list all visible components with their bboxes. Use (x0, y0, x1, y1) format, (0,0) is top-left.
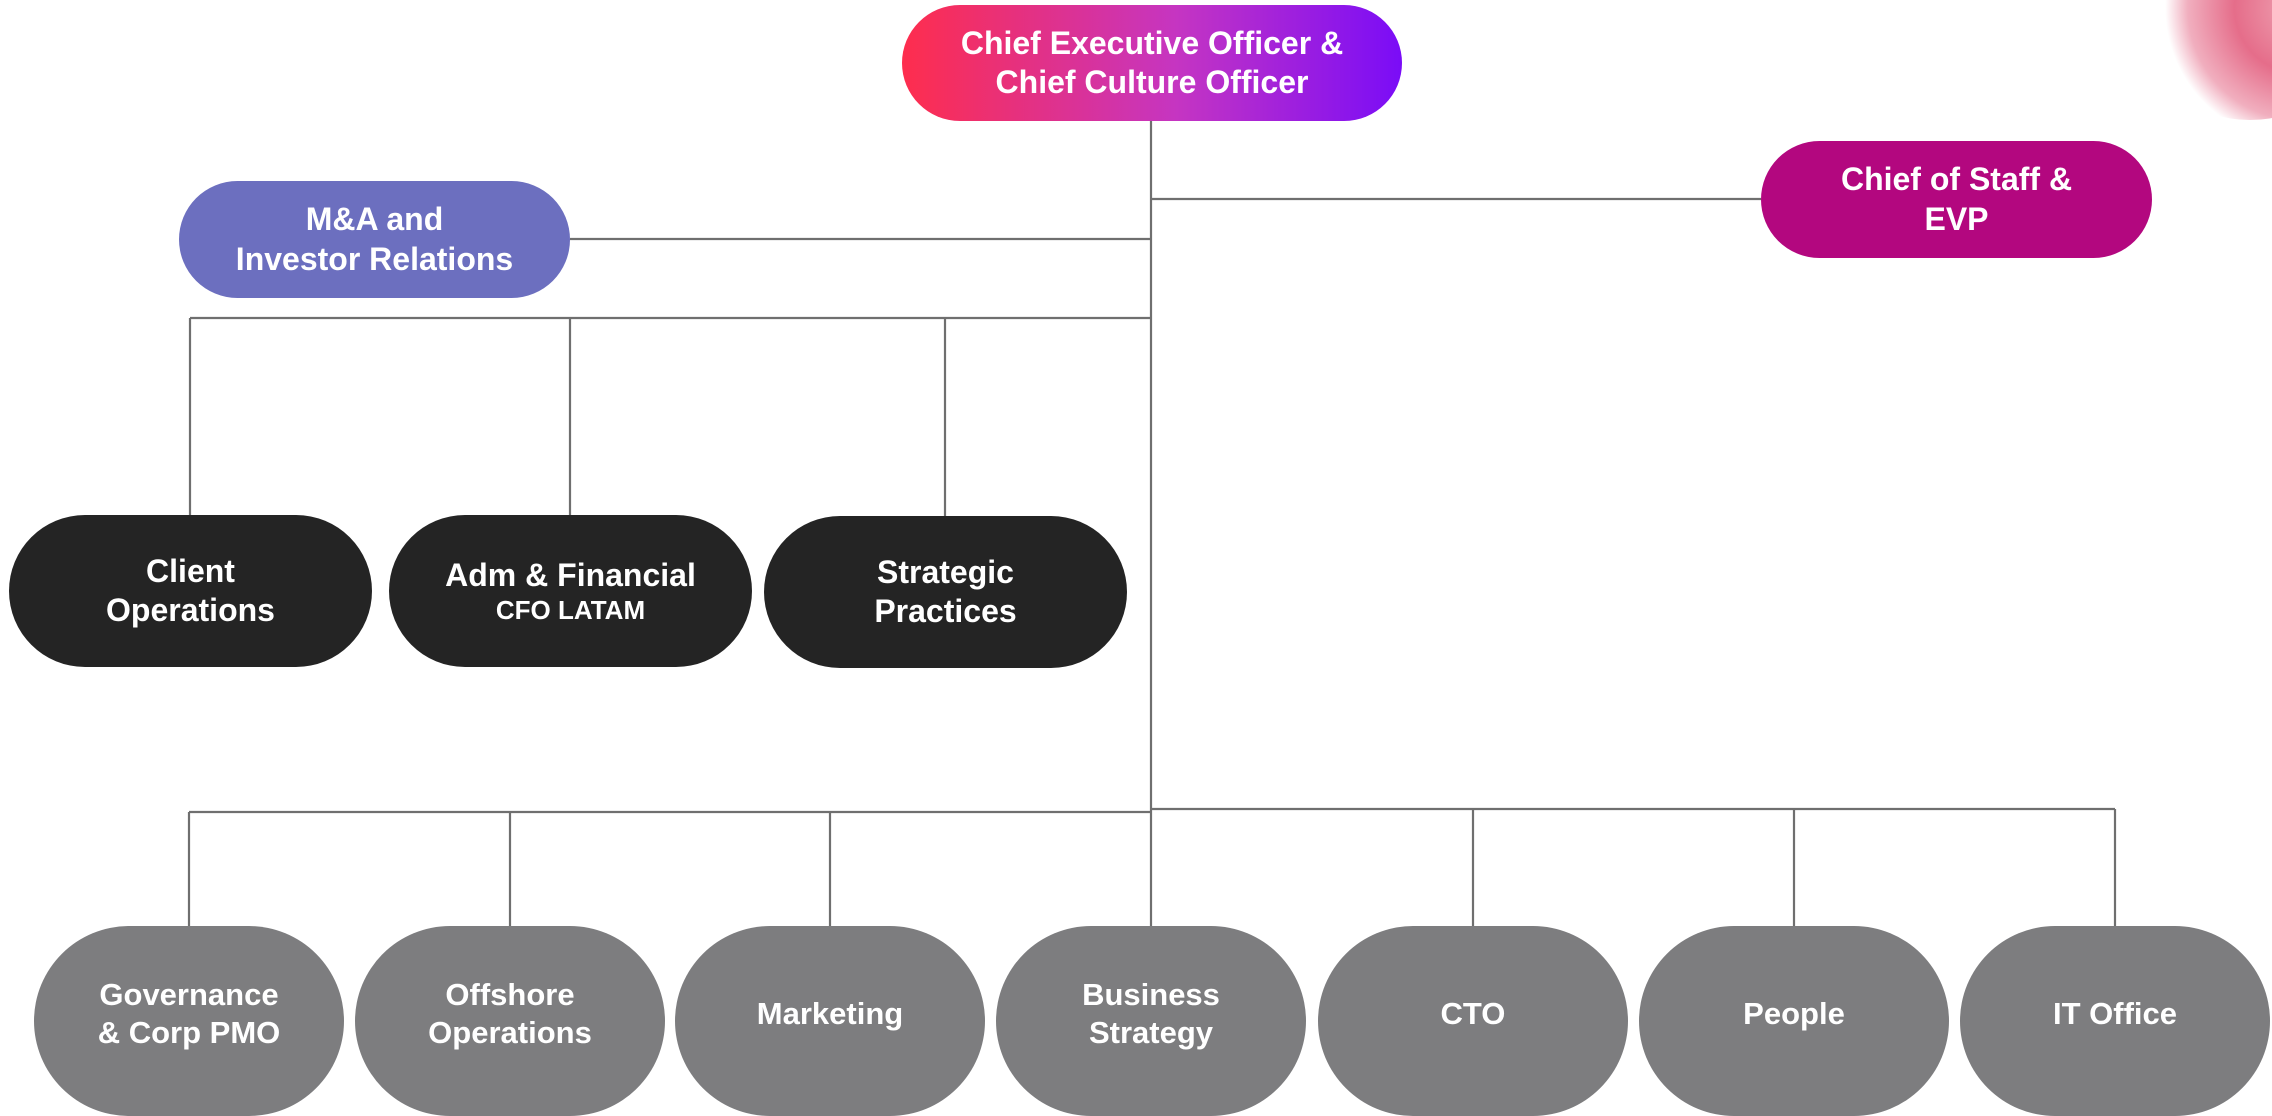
node-business-strategy[interactable]: Business Strategy (996, 926, 1306, 1116)
node-offshore-operations-label: Offshore Operations (428, 977, 592, 1050)
node-governance-corp-pmo[interactable]: Governance & Corp PMO (34, 926, 344, 1116)
node-chief-of-staff-label: Chief of Staff & EVP (1840, 161, 2073, 237)
node-strategic-practices[interactable]: Strategic Practices (764, 516, 1127, 668)
node-it-office-label: IT Office (2052, 996, 2177, 1032)
node-it-office[interactable]: IT Office (1960, 926, 2270, 1116)
node-marketing-label: Marketing (756, 996, 904, 1032)
node-adm-financial-sublabel: CFO LATAM (495, 594, 646, 625)
node-strategic-practices-label: Strategic Practices (874, 553, 1017, 629)
node-cto-label: CTO (1440, 996, 1506, 1032)
node-ma-investor-relations-label: M&A and Investor Relations (235, 201, 514, 277)
node-adm-financial-label: Adm & Financial (445, 556, 696, 593)
node-business-strategy-label: Business Strategy (1082, 977, 1220, 1050)
node-ma-investor-relations[interactable]: M&A and Investor Relations (179, 181, 570, 298)
node-ceo-label: Chief Executive Officer & Chief Culture … (960, 24, 1344, 100)
node-marketing[interactable]: Marketing (675, 926, 985, 1116)
node-governance-corp-pmo-label: Governance & Corp PMO (97, 977, 281, 1050)
node-client-operations[interactable]: Client Operations (9, 515, 372, 667)
node-adm-financial[interactable]: Adm & Financial CFO LATAM (389, 515, 752, 667)
node-people[interactable]: People (1639, 926, 1949, 1116)
node-ceo[interactable]: Chief Executive Officer & Chief Culture … (902, 5, 1402, 121)
node-chief-of-staff[interactable]: Chief of Staff & EVP (1761, 141, 2152, 258)
node-cto[interactable]: CTO (1318, 926, 1628, 1116)
node-offshore-operations[interactable]: Offshore Operations (355, 926, 665, 1116)
node-client-operations-label: Client Operations (106, 552, 275, 628)
node-people-label: People (1743, 996, 1845, 1032)
